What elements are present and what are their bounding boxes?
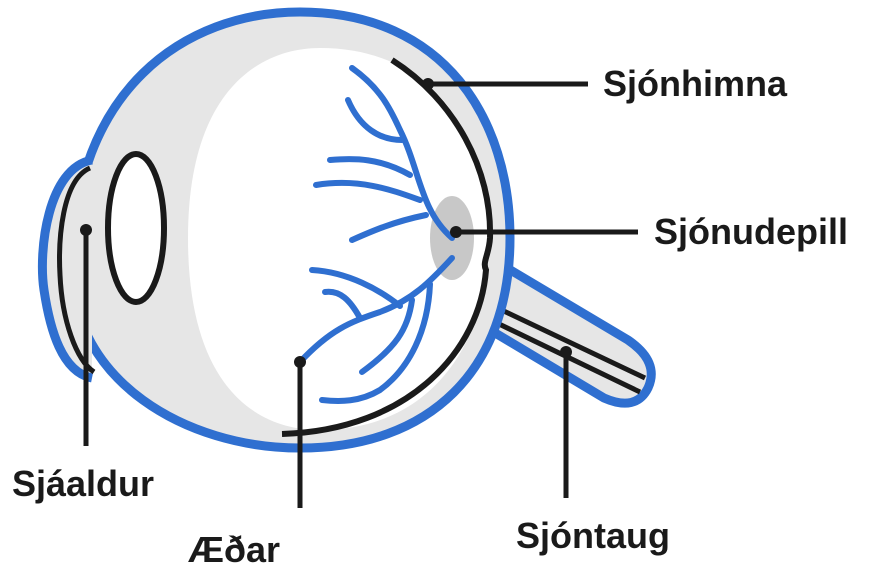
label-vessels: Æðar — [188, 529, 280, 570]
leader-vessels-dot — [294, 356, 306, 368]
leader-pupil-dot — [80, 224, 92, 236]
lens — [108, 154, 164, 302]
leader-optic-nerve-dot — [560, 346, 572, 358]
label-optic-nerve: Sjóntaug — [516, 515, 670, 556]
leader-optic-disc-dot — [450, 226, 462, 238]
label-pupil: Sjáaldur — [12, 463, 154, 504]
label-optic-disc: Sjónudepill — [654, 211, 848, 252]
label-retina: Sjónhimna — [603, 63, 788, 104]
leader-retina-dot — [422, 78, 434, 90]
